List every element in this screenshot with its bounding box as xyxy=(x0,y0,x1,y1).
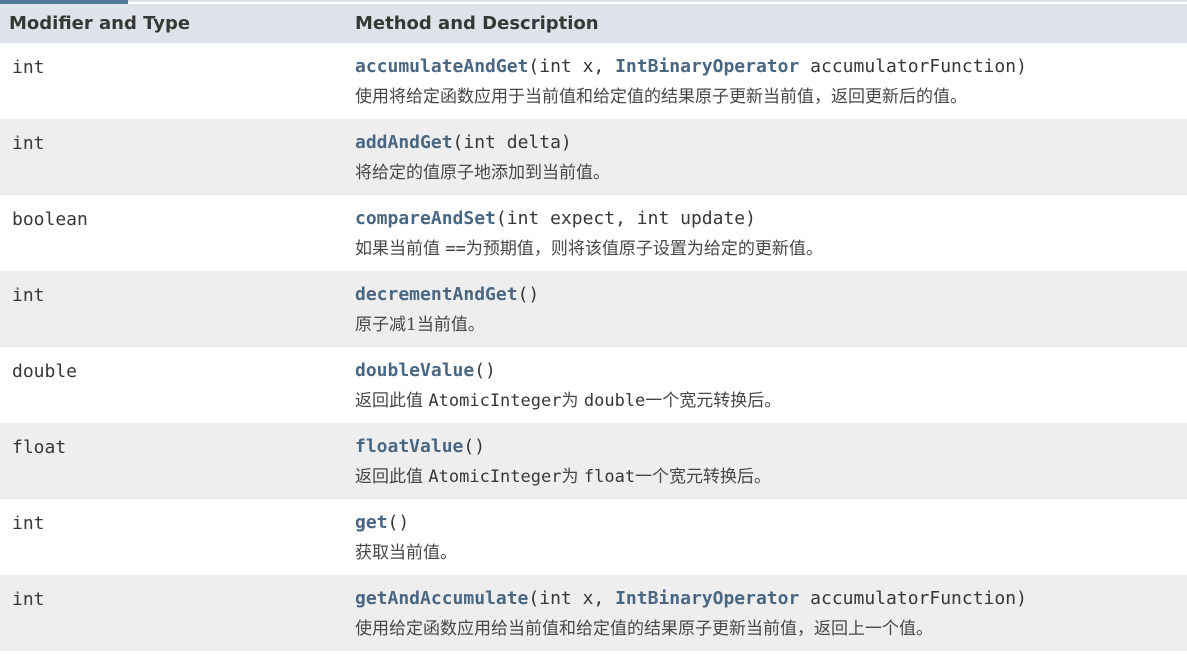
return-type: boolean xyxy=(12,209,88,230)
description-code: double xyxy=(583,391,646,411)
method-cell: accumulateAndGet(int x, IntBinaryOperato… xyxy=(355,43,1187,119)
method-cell: getAndAccumulate(int x, IntBinaryOperato… xyxy=(355,575,1187,651)
table-row: int addAndGet(int delta) 将给定的值原子地添加到当前值。 xyxy=(0,119,1187,195)
return-type: int xyxy=(12,589,45,610)
table-row: int get() 获取当前值。 xyxy=(0,499,1187,575)
method-description: 使用将给定函数应用于当前值和给定值的结果原子更新当前值，返回更新后的值。 xyxy=(355,87,967,107)
description-text: 一个宽元转换后。 xyxy=(645,391,782,411)
method-link-doubleValue[interactable]: doubleValue xyxy=(355,360,475,381)
type-cell: boolean xyxy=(0,195,355,271)
signature-close: accumulatorFunction) xyxy=(799,588,1027,609)
type-cell: int xyxy=(0,119,355,195)
method-signature: compareAndSet(int expect, int update) xyxy=(355,195,1187,230)
type-cell: int xyxy=(0,499,355,575)
return-type: int xyxy=(12,133,45,154)
return-type: float xyxy=(12,437,67,458)
table-row: boolean compareAndSet(int expect, int up… xyxy=(0,195,1187,271)
description-code: AtomicInteger xyxy=(428,391,562,411)
method-link-getAndAccumulate[interactable]: getAndAccumulate xyxy=(355,588,529,609)
top-accent-bar xyxy=(0,0,128,4)
method-description: 获取当前值。 xyxy=(355,543,457,563)
method-link-floatValue[interactable]: floatValue xyxy=(355,436,464,457)
table-row: double doubleValue() 返回此值 AtomicInteger为… xyxy=(0,347,1187,423)
description-text: 返回此值 xyxy=(355,391,429,411)
table-header-row: Modifier and Type Method and Description xyxy=(0,4,1187,43)
type-link-IntBinaryOperator[interactable]: IntBinaryOperator xyxy=(615,588,800,609)
method-description: 使用给定函数应用给当前值和给定值的结果原子更新当前值，返回上一个值。 xyxy=(355,619,933,639)
signature-params: (int expect, int update) xyxy=(495,208,756,229)
method-cell: compareAndSet(int expect, int update) 如果… xyxy=(355,195,1187,271)
description-text: 为预期值，则将该值原子设置为给定的更新值。 xyxy=(465,239,823,259)
method-description: 如果当前值 ==为预期值，则将该值原子设置为给定的更新值。 xyxy=(355,230,1187,260)
signature-open: (int x, xyxy=(528,588,616,609)
return-type: int xyxy=(12,513,45,534)
type-cell: int xyxy=(0,43,355,119)
method-signature: getAndAccumulate(int x, IntBinaryOperato… xyxy=(355,575,1187,610)
method-signature: addAndGet(int delta) xyxy=(355,119,1187,154)
description-text: 返回此值 xyxy=(355,467,429,487)
method-description-header: Method and Description xyxy=(355,4,1187,43)
method-description: 返回此值 AtomicInteger为 float一个宽元转换后。 xyxy=(355,458,1187,488)
description-text: 如果当前值 xyxy=(355,239,446,259)
signature-params: () xyxy=(474,360,496,381)
signature-params: (int delta) xyxy=(452,132,572,153)
method-link-compareAndSet[interactable]: compareAndSet xyxy=(355,208,496,229)
type-link-IntBinaryOperator[interactable]: IntBinaryOperator xyxy=(615,56,800,77)
signature-params: () xyxy=(463,436,486,457)
method-description: 原子减1当前值。 xyxy=(355,315,485,335)
method-signature: get() xyxy=(355,499,1187,534)
method-cell: doubleValue() 返回此值 AtomicInteger为 double… xyxy=(355,347,1187,423)
method-description: 将给定的值原子地添加到当前值。 xyxy=(355,163,610,183)
description-code: AtomicInteger xyxy=(428,467,562,487)
return-type: int xyxy=(12,57,45,78)
type-cell: double xyxy=(0,347,355,423)
method-link-get[interactable]: get xyxy=(355,512,388,533)
type-cell: float xyxy=(0,423,355,499)
description-text: 为 xyxy=(561,467,584,487)
description-code: == xyxy=(445,239,466,259)
method-cell: get() 获取当前值。 xyxy=(355,499,1187,575)
method-signature: floatValue() xyxy=(355,423,1187,458)
signature-close: accumulatorFunction) xyxy=(799,56,1027,77)
modifier-type-header: Modifier and Type xyxy=(0,4,355,43)
method-signature: doubleValue() xyxy=(355,347,1187,382)
method-link-addAndGet[interactable]: addAndGet xyxy=(355,132,453,153)
method-signature: accumulateAndGet(int x, IntBinaryOperato… xyxy=(355,43,1187,78)
method-link-accumulateAndGet[interactable]: accumulateAndGet xyxy=(355,56,529,77)
method-signature: decrementAndGet() xyxy=(355,271,1187,306)
method-cell: floatValue() 返回此值 AtomicInteger为 float一个… xyxy=(355,423,1187,499)
method-summary-table: Modifier and Type Method and Description… xyxy=(0,4,1187,651)
description-text: 为 xyxy=(561,391,584,411)
return-type: int xyxy=(12,285,45,306)
table-row: float floatValue() 返回此值 AtomicInteger为 f… xyxy=(0,423,1187,499)
method-cell: decrementAndGet() 原子减1当前值。 xyxy=(355,271,1187,347)
type-cell: int xyxy=(0,575,355,651)
method-link-decrementAndGet[interactable]: decrementAndGet xyxy=(355,284,518,305)
signature-params: () xyxy=(517,284,540,305)
table-row: int getAndAccumulate(int x, IntBinaryOpe… xyxy=(0,575,1187,651)
signature-open: (int x, xyxy=(528,56,616,77)
top-divider-line xyxy=(128,0,1187,2)
return-type: double xyxy=(12,361,78,382)
description-text: 一个宽元转换后。 xyxy=(635,467,772,487)
method-cell: addAndGet(int delta) 将给定的值原子地添加到当前值。 xyxy=(355,119,1187,195)
method-description: 返回此值 AtomicInteger为 double一个宽元转换后。 xyxy=(355,382,1187,412)
description-code: float xyxy=(583,467,636,487)
table-row: int decrementAndGet() 原子减1当前值。 xyxy=(0,271,1187,347)
type-cell: int xyxy=(0,271,355,347)
signature-params: () xyxy=(387,512,410,533)
table-row: int accumulateAndGet(int x, IntBinaryOpe… xyxy=(0,43,1187,119)
